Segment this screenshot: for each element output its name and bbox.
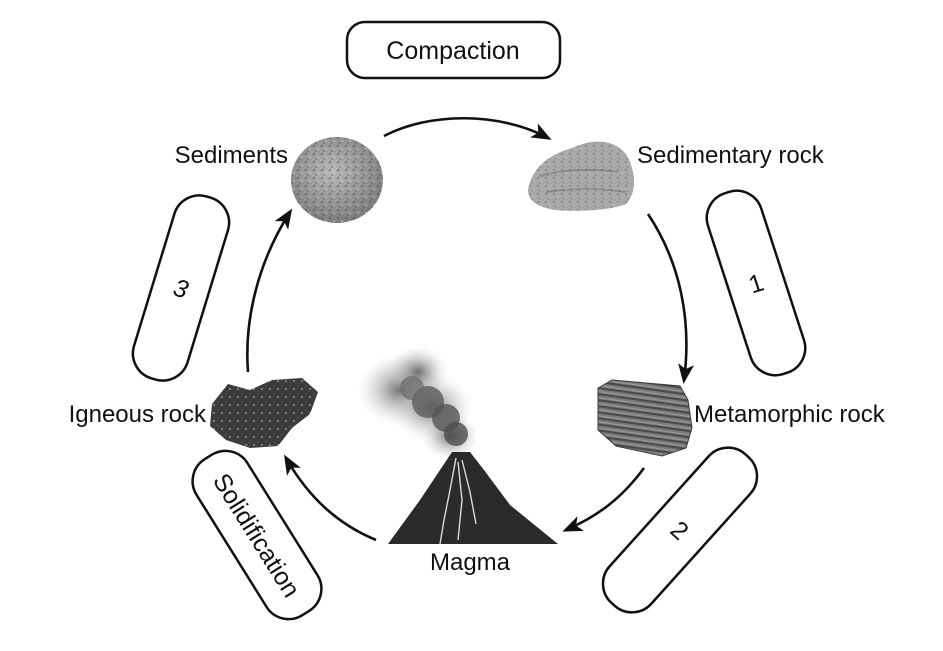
sedimentary-rock-label: Sedimentary rock	[637, 142, 825, 169]
metamorphic-rock-image	[597, 379, 693, 457]
solidification-box: Solidification	[191, 449, 323, 621]
arrow-magma-to-igneous	[284, 454, 377, 542]
arrow-metamorphic-to-magma	[562, 467, 646, 532]
sediments-image	[291, 137, 383, 223]
compaction-label: Compaction	[386, 37, 519, 65]
arrow-sedimentary-to-metamorphic	[646, 213, 695, 384]
volcano-image	[358, 346, 558, 545]
compaction-box: Compaction	[345, 20, 562, 80]
arrow-igneous-to-sediments	[246, 208, 293, 373]
sedimentary-rock-image	[528, 141, 634, 211]
sediments-label: Sediments	[175, 142, 288, 169]
process-box-2: 2	[601, 446, 759, 614]
process-box-3: 3	[131, 194, 231, 382]
igneous-rock-image	[210, 378, 318, 448]
arrow-sediments-to-sedimentary	[383, 116, 552, 140]
process-box-1: 1	[705, 189, 807, 377]
igneous-rock-label: Igneous rock	[69, 401, 207, 428]
metamorphic-rock-label: Metamorphic rock	[694, 401, 886, 428]
magma-label: Magma	[430, 549, 511, 576]
